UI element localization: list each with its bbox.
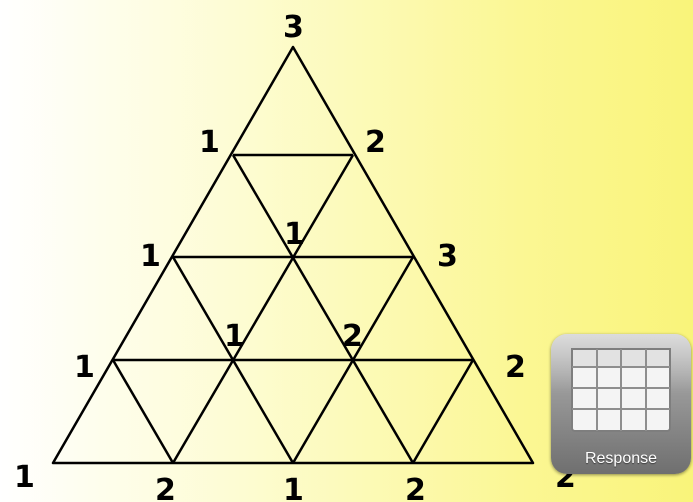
- response-button[interactable]: Response: [551, 334, 691, 474]
- vertex-label-base-4: 2: [405, 473, 426, 502]
- vertex-label-row2-right: 3: [437, 239, 458, 274]
- grid-icon: [571, 348, 671, 432]
- vertex-label-row3-left: 1: [74, 350, 95, 385]
- vertex-label-base-2: 2: [155, 473, 176, 502]
- response-button-label: Response: [584, 450, 658, 467]
- vertex-label-row3-inner-right: 2: [342, 319, 363, 354]
- vertex-label-row2-center: 1: [284, 217, 305, 252]
- vertex-label-row1-right: 2: [365, 125, 386, 160]
- vertex-label-row3-right: 2: [505, 350, 526, 385]
- outer-triangle: [51, 45, 535, 465]
- diagonal-line-4: [171, 154, 355, 464]
- vertex-label-row1-left: 1: [199, 125, 220, 160]
- vertex-label-apex: 3: [283, 10, 304, 45]
- diagonal-line-1: [231, 154, 415, 464]
- diagonal-line-3: [111, 359, 175, 464]
- diagonal-line-6: [411, 359, 475, 464]
- vertex-label-base-3: 1: [283, 473, 304, 502]
- vertex-label-row2-left: 1: [140, 239, 161, 274]
- vertex-label-base-1: 1: [14, 460, 35, 495]
- diagonal-line-5: [291, 256, 415, 464]
- vertex-label-row3-inner-left: 1: [224, 319, 245, 354]
